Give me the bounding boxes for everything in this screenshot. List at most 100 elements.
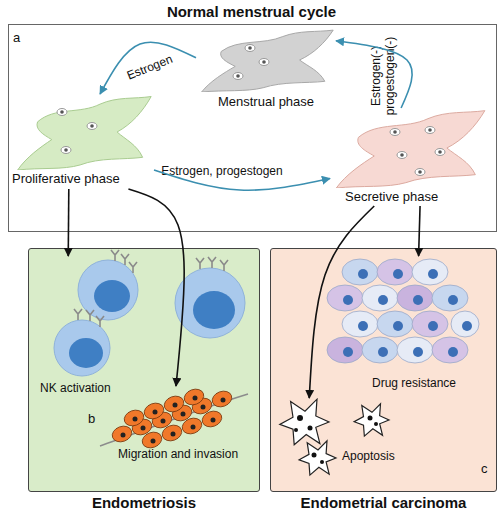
phase-shape: Secretive phase [330,108,488,206]
phase-shape: Proliferative phase [12,94,154,189]
tumour-cell [327,337,363,363]
apoptotic-cell [354,404,389,436]
cell-nucleus [60,110,64,114]
apoptotic-body [308,426,313,431]
disease-panel: bEndometriosisNK activationMigration and… [28,248,260,517]
apoptotic-cell [299,441,336,475]
cell-nucleus [64,148,68,152]
tumour-cell [432,337,468,363]
receptor-symbol [111,250,137,273]
arrow-connector [67,189,69,256]
epithelial-cell [57,109,67,116]
migrating-cell [200,409,224,430]
cell-nucleus [94,280,130,312]
cell-nucleus [173,403,178,408]
tumour-cell [412,311,448,337]
apoptotic-body [312,453,317,458]
tumour-cell [377,259,413,285]
arrow-connector [309,206,374,398]
panel-heading: Endometrial carcinoma [270,495,497,512]
cell-nucleus [393,321,403,331]
epithelial-cell [87,123,97,130]
apoptotic-body [320,460,324,464]
tumour-cell [362,285,398,311]
phase-shape: Menstrual phase [196,28,336,113]
cell-nucleus [141,426,146,431]
cell-nucleus [378,347,388,357]
phase-label: Proliferative phase [12,172,120,186]
cell-nucleus [211,418,216,423]
cell-nucleus [248,46,252,50]
epithelial-cell [435,149,445,156]
nk-cell [54,320,110,376]
phase-outline [330,108,488,188]
receptor-symbol [196,257,228,271]
migrating-cell [122,408,146,429]
migrating-cell [180,416,204,437]
tumour-cell [342,259,378,285]
epithelial-cell [397,152,407,159]
cell-nucleus [438,150,442,154]
tumour-cell [412,259,448,285]
illustration-group: NK activation [36,256,251,396]
tumour-cell [342,311,378,337]
cell-nucleus [133,417,138,422]
illustration-label: Migration and invasion [118,448,238,461]
phase-label: Secretive phase [345,190,438,204]
apoptotic-body [374,422,378,426]
phase-shape-path [202,30,334,92]
cell-nucleus [400,153,404,157]
migrating-cell [182,387,206,408]
cell-nucleus [358,269,368,279]
apoptotic-body [297,415,303,421]
panel-letter: c [481,462,488,476]
cell-nucleus [201,405,206,410]
migrating-cell [160,423,184,444]
edge-label: Estrogen, progestogen [152,165,292,179]
cycle-panel: a Menstrual phaseProliferative phaseSecre… [8,24,497,232]
panel-heading: Endometriosis [28,495,260,512]
panel-letter: a [13,31,20,45]
disease-panel: cEndometrial carcinomaDrug resistanceApo… [270,248,497,517]
nk-cell [175,268,245,338]
arrow-connector [154,170,330,190]
migrating-cell [150,410,174,431]
migrating-cell [140,430,164,451]
tumour-cell [327,285,363,311]
cell-nucleus [69,338,103,368]
illustration-group: Migration and invasion [96,386,256,466]
cell-nucleus [343,295,353,305]
epithelial-cell [61,147,71,154]
cell-nucleus [343,347,353,357]
receptor-symbol [74,309,104,327]
cell-nucleus [171,432,176,437]
cell-nucleus [448,295,458,305]
cell-nucleus [193,291,235,329]
epithelial-cell [425,127,435,134]
cell-nucleus [161,419,166,424]
epithelial-cell [233,73,243,80]
cell-nucleus [393,269,403,279]
migrating-cell [170,403,194,424]
cell-nucleus [153,410,158,415]
phase-outline [196,28,336,92]
edge-label: Estrogen [115,48,185,87]
migrating-cell [210,389,234,410]
tumour-cell [362,337,398,363]
nk-cell [78,260,138,320]
cell-nucleus [413,295,423,305]
phase-outline [12,94,154,170]
migrating-cell [190,396,214,417]
arrow-connector [100,42,196,94]
edge-label: Estrogen(-) progestogen(-) [370,31,398,121]
cell-nucleus [428,321,438,331]
cell-nucleus [413,347,423,357]
cell-nucleus [191,425,196,430]
cell-nucleus [236,74,240,78]
apoptotic-cell [280,399,329,445]
cell-nucleus [262,60,266,64]
